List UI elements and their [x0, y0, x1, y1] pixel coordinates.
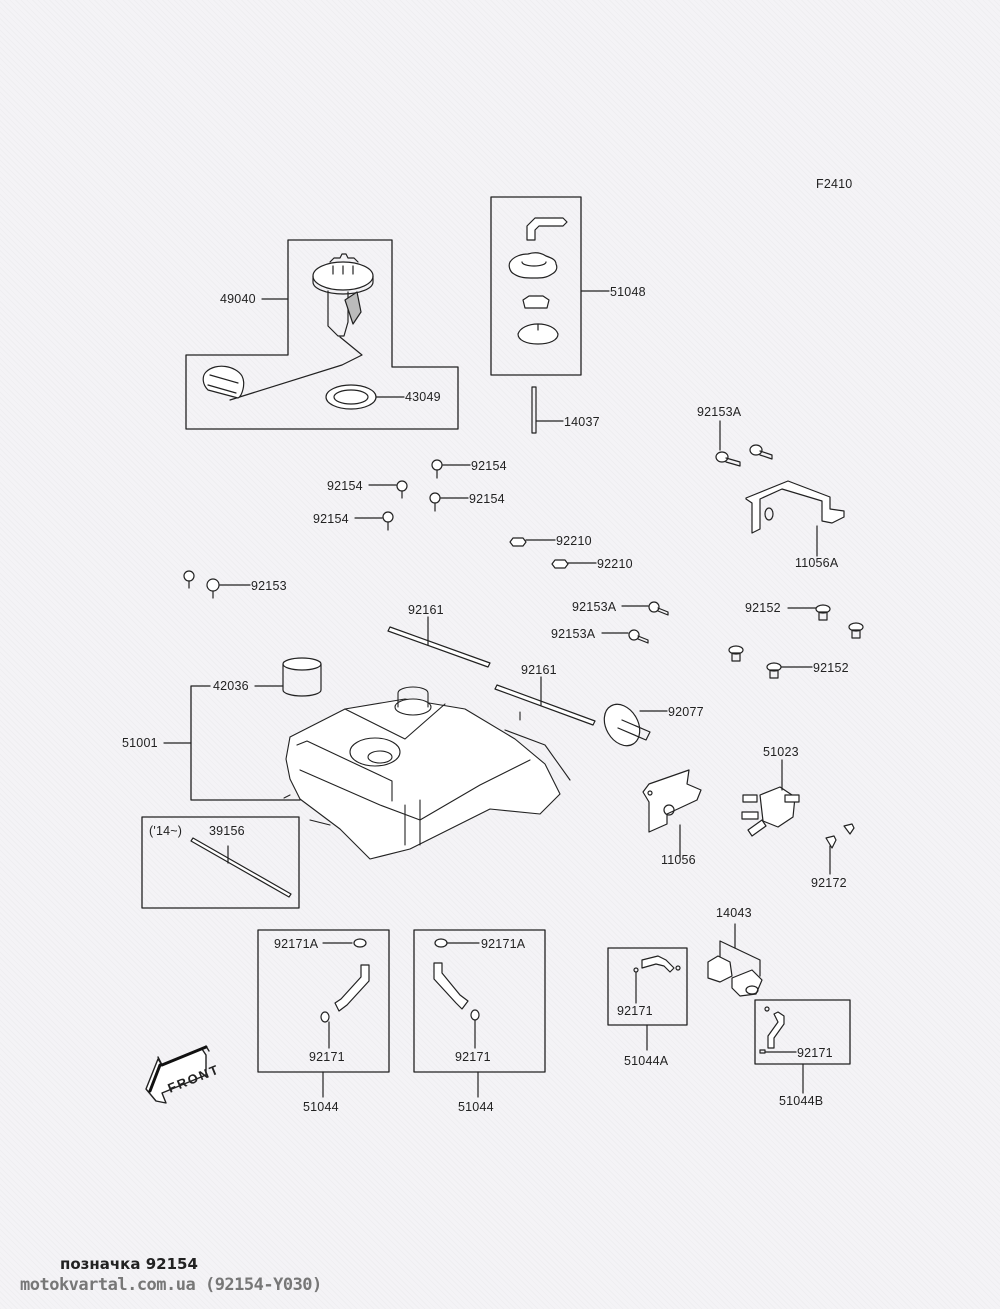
hose-clamp-icon	[675, 965, 681, 971]
fuel-tank-icon	[283, 686, 571, 860]
part-label-51001[interactable]: 51001	[122, 736, 158, 750]
hose-clamp-icon	[353, 938, 367, 948]
bolt-icon	[749, 444, 773, 460]
bolt-icon	[715, 451, 741, 467]
part-label-92171A[interactable]: 92171A	[274, 937, 319, 951]
group-box-51048	[490, 196, 582, 376]
part-label-14037[interactable]: 14037	[564, 415, 600, 429]
part-label-39156[interactable]: 39156	[209, 824, 245, 838]
part-label-51048[interactable]: 51048	[610, 285, 646, 299]
part-label-92153[interactable]: 92153	[251, 579, 287, 593]
year-note-label: ('14~)	[149, 824, 183, 838]
nut-icon	[551, 559, 569, 569]
bolt-icon	[648, 601, 669, 616]
bolt-icon	[396, 480, 408, 499]
screw-icon	[843, 823, 855, 835]
part-label-92210[interactable]: 92210	[556, 534, 592, 548]
part-label-92077[interactable]: 92077	[668, 705, 704, 719]
grommet-icon	[766, 662, 782, 679]
part-label-92161[interactable]: 92161	[408, 603, 444, 617]
part-label-92154[interactable]: 92154	[327, 479, 363, 493]
hose-clamp-icon	[759, 1049, 766, 1054]
fuel-cap-icon	[508, 217, 568, 345]
bolt-icon	[183, 570, 195, 589]
part-label-51044[interactable]: 51044	[458, 1100, 494, 1114]
hose-icon	[767, 1011, 785, 1049]
part-label-92153A-top[interactable]: 92153A	[697, 405, 742, 419]
group-box-39156	[141, 816, 300, 909]
retainer-ring-icon	[325, 384, 377, 410]
group-box-51044-right	[413, 929, 546, 1073]
part-label-49040[interactable]: 49040	[220, 292, 256, 306]
part-label-92171[interactable]: 92171	[455, 1050, 491, 1064]
nut-icon	[509, 537, 527, 547]
bolt-icon	[206, 578, 220, 599]
hose-icon	[334, 964, 370, 1012]
collar-icon	[282, 657, 322, 697]
grommet-icon	[728, 645, 744, 662]
hose-clamp-icon	[320, 1011, 330, 1023]
bolt-icon	[628, 629, 649, 644]
footer-site-watermark: motokvartal.com.ua (92154-Y030)	[20, 1275, 322, 1295]
breather-tube-icon	[531, 386, 537, 434]
hose-clamp-icon	[470, 1009, 480, 1021]
fuel-valve-icon	[741, 786, 800, 837]
group-box-49040	[185, 239, 459, 430]
fuel-filter-icon	[707, 955, 763, 997]
leader-51001	[190, 685, 301, 801]
strap-icon	[494, 684, 596, 726]
part-label-92210[interactable]: 92210	[597, 557, 633, 571]
grommet-icon	[848, 622, 864, 639]
hose-clamp-icon	[633, 967, 639, 973]
strap-icon	[387, 626, 491, 668]
part-label-92154[interactable]: 92154	[469, 492, 505, 506]
part-label-92154[interactable]: 92154	[471, 459, 507, 473]
part-label-92153A[interactable]: 92153A	[572, 600, 617, 614]
part-label-92153A[interactable]: 92153A	[551, 627, 596, 641]
front-arrow-icon	[145, 1045, 210, 1104]
leader-14043-bracket	[719, 940, 761, 977]
part-label-92152[interactable]: 92152	[745, 601, 781, 615]
part-label-51044A[interactable]: 51044A	[624, 1054, 669, 1068]
part-label-92154[interactable]: 92154	[313, 512, 349, 526]
part-label-11056[interactable]: 11056	[661, 853, 696, 867]
hose-clamp-icon	[434, 938, 448, 948]
part-label-92161[interactable]: 92161	[521, 663, 557, 677]
bracket-icon	[745, 480, 845, 534]
screw-icon	[825, 835, 837, 849]
footer-caption: позначка 92154	[60, 1255, 198, 1273]
hose-icon	[433, 962, 469, 1010]
part-label-92152[interactable]: 92152	[813, 661, 849, 675]
part-label-92172[interactable]: 92172	[811, 876, 847, 890]
plate-icon	[642, 769, 702, 833]
fuel-pump-icon	[202, 253, 374, 401]
part-label-51044B[interactable]: 51044B	[779, 1094, 824, 1108]
part-label-51023[interactable]: 51023	[763, 745, 799, 759]
part-label-43049[interactable]: 43049	[405, 390, 441, 404]
part-label-51044[interactable]: 51044	[303, 1100, 339, 1114]
filter-screen-icon	[603, 703, 651, 747]
bolt-icon	[431, 459, 443, 479]
bolt-icon	[429, 492, 441, 512]
part-label-42036[interactable]: 42036	[213, 679, 249, 693]
part-label-92171[interactable]: 92171	[797, 1046, 833, 1060]
part-label-92171[interactable]: 92171	[309, 1050, 345, 1064]
part-label-92171[interactable]: 92171	[617, 1004, 653, 1018]
part-label-92171A[interactable]: 92171A	[481, 937, 526, 951]
part-label-11056A[interactable]: 11056A	[795, 556, 839, 570]
figure-code: F2410	[816, 177, 853, 191]
bolt-icon	[382, 511, 394, 531]
hose-clamp-icon	[764, 1006, 770, 1012]
hose-icon	[641, 955, 675, 973]
part-label-14043[interactable]: 14043	[716, 906, 752, 920]
strap-icon	[190, 837, 292, 898]
grommet-icon	[815, 604, 831, 621]
